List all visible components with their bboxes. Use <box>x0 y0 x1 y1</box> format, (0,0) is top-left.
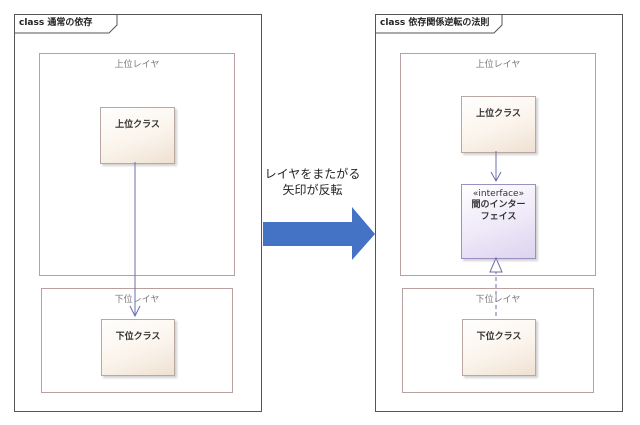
right-upper-class-name: 上位クラス <box>476 109 521 119</box>
interface-stereotype: «interface» <box>472 189 525 199</box>
right-lower-layer-label: 下位レイヤ <box>475 295 521 305</box>
right-upper-layer-label: 上位レイヤ <box>475 60 521 70</box>
left-frame-title: class 通常の依存 <box>15 15 109 32</box>
left-upper-layer-label: 上位レイヤ <box>114 60 160 70</box>
left-frame-tab-border <box>15 15 118 34</box>
interface-name-line2: フェイス <box>480 212 517 222</box>
right-lower-class[interactable]: 下位クラス <box>462 319 536 376</box>
right-diagram-frame: class 依存関係逆転の法則 上位レイヤ 上位クラス «interface» … <box>375 14 623 412</box>
left-lower-class-name: 下位クラス <box>115 332 161 342</box>
left-lower-layer: 下位レイヤ 下位クラス <box>41 288 233 393</box>
right-lower-class-name: 下位クラス <box>476 332 522 342</box>
right-interface[interactable]: «interface» 間のインター フェイス <box>461 184 536 259</box>
right-lower-layer: 下位レイヤ 下位クラス <box>402 288 594 393</box>
right-upper-layer: 上位レイヤ 上位クラス «interface» 間のインター フェイス <box>400 53 596 276</box>
caption-line-1: レイヤをまたがる <box>264 167 361 181</box>
left-lower-class[interactable]: 下位クラス <box>101 319 175 376</box>
interface-name-line1: 間のインター <box>471 200 526 210</box>
left-upper-class-name: 上位クラス <box>115 120 160 130</box>
transition-arrow <box>263 207 375 260</box>
left-lower-layer-label: 下位レイヤ <box>114 295 160 305</box>
diagram-caption: レイヤをまたがる 矢印が反転 <box>255 166 370 198</box>
caption-line-2: 矢印が反転 <box>282 183 343 197</box>
left-upper-class[interactable]: 上位クラス <box>100 107 175 164</box>
right-frame-tab-border <box>376 15 503 34</box>
right-frame-title: class 依存関係逆転の法則 <box>376 15 506 32</box>
left-upper-layer: 上位レイヤ 上位クラス <box>39 53 235 276</box>
right-upper-class[interactable]: 上位クラス <box>461 96 536 153</box>
left-diagram-frame: class 通常の依存 上位レイヤ 上位クラス 下位レイヤ 下位クラス <box>14 14 262 412</box>
